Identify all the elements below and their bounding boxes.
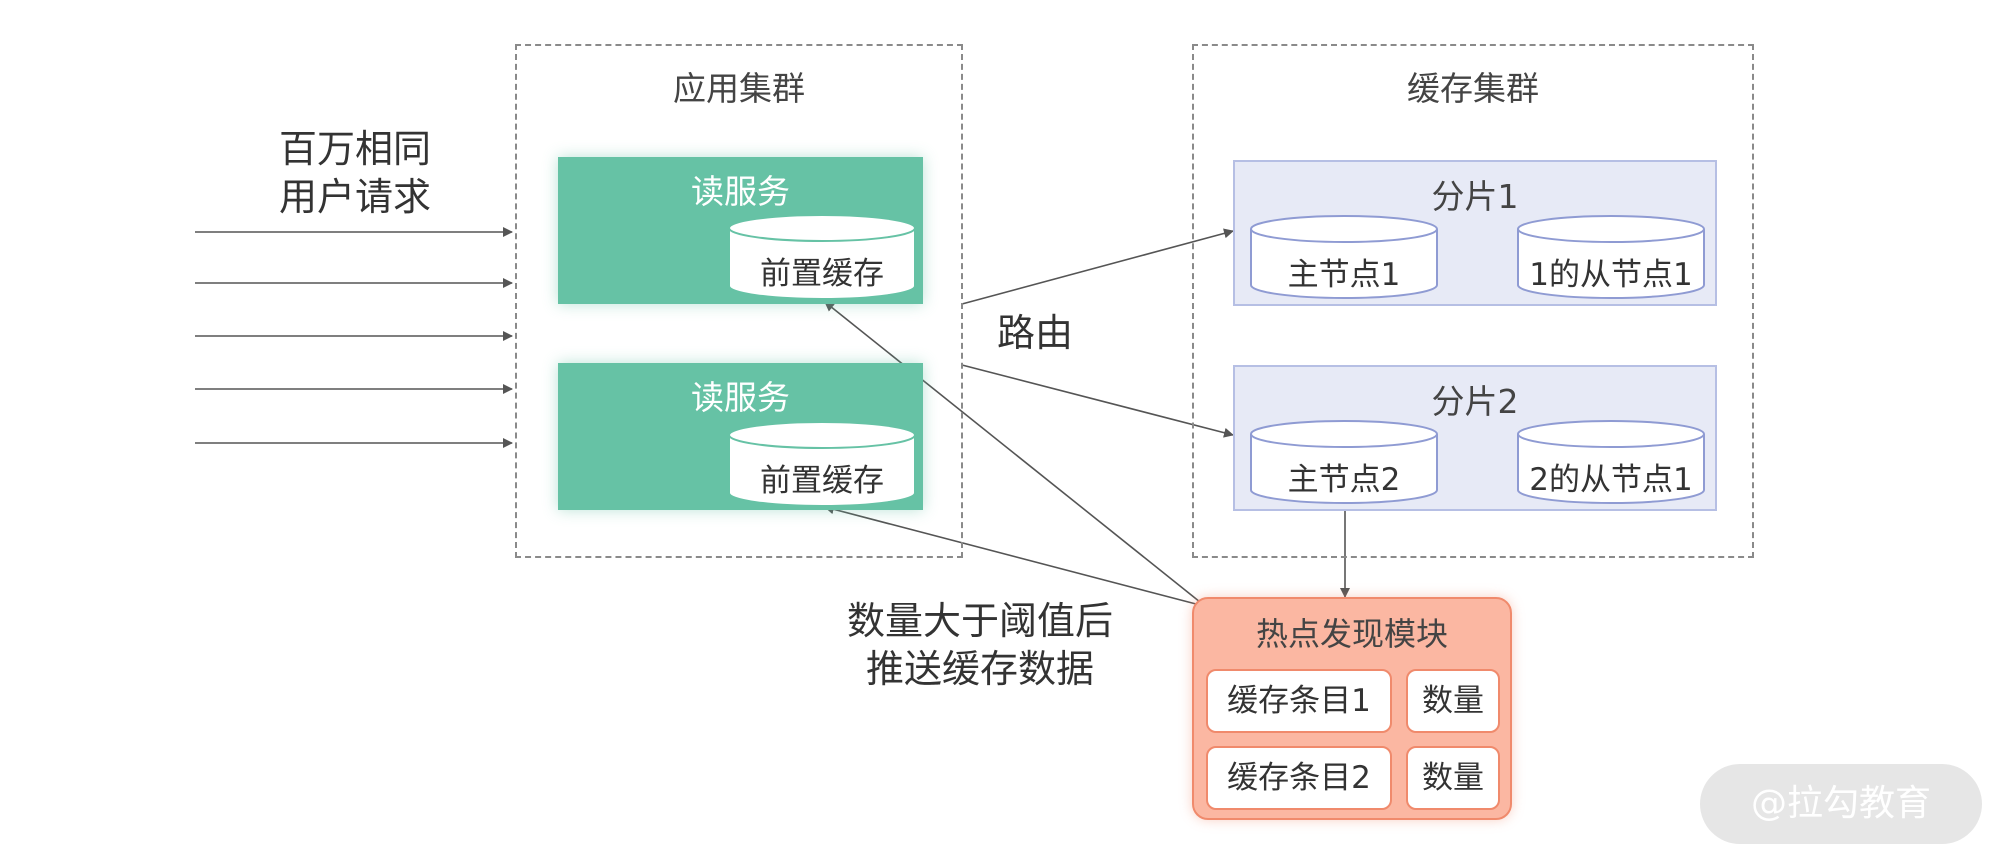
push-label: 数量大于阈值后 推送缓存数据 [830, 598, 1130, 693]
hotspot-entry-2: 缓存条目2 [1206, 746, 1392, 810]
shard-2-master-label: 主节点2 [1287, 462, 1401, 498]
push-arrow-cache1 [824, 301, 1201, 603]
user-requests-line2: 用户请求 [278, 174, 431, 219]
app-cluster-title: 应用集群 [673, 69, 805, 108]
shard-2-replica-label: 2的从节点1 [1529, 462, 1693, 498]
push-arrow-cache2 [824, 504, 1197, 605]
hotspot-module-title: 热点发现模块 [1255, 615, 1448, 653]
read-service-2-title: 读服务 [691, 378, 790, 417]
front-cache-2-cylinder [728, 421, 916, 507]
shard-1-title: 分片1 [1431, 177, 1519, 216]
hotspot-module: 热点发现模块 缓存条目1 数量 缓存条目2 数量 [1192, 597, 1512, 820]
shard-2-replica-cylinder [1517, 420, 1705, 504]
push-label-line1: 数量大于阈值后 [846, 599, 1113, 643]
routing-label: 路由 [996, 311, 1073, 355]
hotspot-entry-1: 缓存条目1 [1206, 669, 1392, 733]
shard-1-replica: 1的从节点1 [1517, 215, 1705, 299]
front-cache-1-cylinder [728, 214, 916, 300]
shard-1-master-cylinder [1250, 215, 1438, 299]
cache-cluster: 缓存集群 [1192, 44, 1754, 558]
front-cache-1-label: 前置缓存 [760, 256, 884, 292]
shard-1-replica-label: 1的从节点1 [1529, 257, 1693, 293]
shard-2-master: 主节点2 [1250, 420, 1438, 504]
shard-2-title: 分片2 [1431, 382, 1519, 421]
watermark-logo: @拉勾教育 [1700, 764, 1982, 844]
shard-1-master-label: 主节点1 [1287, 257, 1401, 293]
front-cache-1: 前置缓存 [728, 214, 916, 300]
shard-2-replica: 2的从节点1 [1517, 420, 1705, 504]
hotspot-count-2: 数量 [1406, 746, 1500, 810]
push-label-line2: 推送缓存数据 [865, 646, 1094, 691]
app-cluster: 应用集群 [515, 44, 963, 558]
user-requests-label: 百万相同 用户请求 [250, 126, 460, 221]
front-cache-2-label: 前置缓存 [760, 463, 884, 499]
shard-1-replica-cylinder [1517, 215, 1705, 299]
front-cache-2: 前置缓存 [728, 421, 916, 507]
cache-cluster-title: 缓存集群 [1407, 69, 1539, 108]
hotspot-count-1: 数量 [1406, 669, 1500, 733]
user-requests-line1: 百万相同 [278, 127, 431, 171]
route-arrow-shard2 [961, 364, 1234, 438]
shard-2-master-cylinder [1250, 420, 1438, 504]
read-service-1-title: 读服务 [691, 172, 790, 211]
shard-1-master: 主节点1 [1250, 215, 1438, 299]
route-arrow-shard1 [961, 228, 1234, 305]
